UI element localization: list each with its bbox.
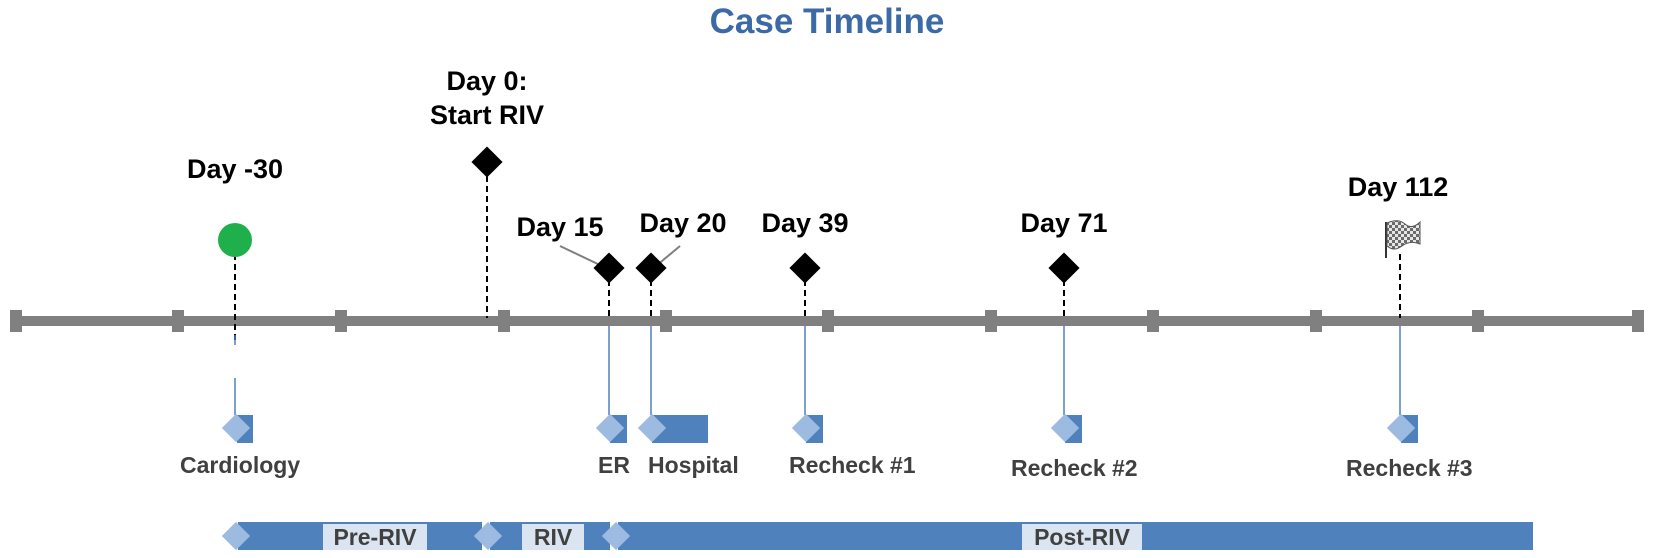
event-label-day-71: Day 71 [1020, 208, 1108, 238]
black-diamond-icon [471, 146, 503, 178]
visit-label-recheck-3: Recheck #3 [1346, 455, 1473, 481]
tag-cardiology [221, 413, 253, 443]
black-diamond-icon [635, 252, 667, 284]
black-diamond-icon [1048, 252, 1080, 284]
axis-tick [1310, 310, 1322, 332]
phase-bars [221, 521, 1533, 551]
tag-recheck-2 [1050, 413, 1082, 443]
callout-day-15 [559, 245, 603, 267]
visit-connectors [234, 326, 1401, 415]
axis-tick [172, 310, 184, 332]
green-circle-icon [218, 223, 252, 257]
visit-label-hospital: Hospital [648, 452, 739, 478]
tag-recheck-3 [1386, 413, 1418, 443]
axis-tick [660, 310, 672, 332]
axis-tick [335, 310, 347, 332]
axis-tick [10, 310, 22, 332]
axis-tick [498, 310, 510, 332]
event-label-day-neg30: Day -30 [186, 154, 284, 184]
event-label-day-39: Day 39 [761, 208, 849, 238]
tag-recheck-1 [791, 413, 823, 443]
tag-er [595, 413, 627, 443]
axis-tick [822, 310, 834, 332]
phase-label-post-riv: Post-RIV [1034, 524, 1130, 550]
event-label-day-0: Day 0: Start RIV [429, 66, 545, 130]
visit-label-cardiology: Cardiology [180, 452, 301, 478]
black-diamond-icon [593, 252, 625, 284]
tag-hospital [637, 413, 708, 443]
phase-label-bg [323, 524, 427, 550]
phase-label-pre-riv: Pre-RIV [333, 524, 417, 550]
phase-label-bg [1022, 524, 1142, 550]
visit-label-er: ER [598, 452, 630, 478]
checkered-flag-icon [1385, 220, 1421, 258]
page-title: Case Timeline [709, 2, 945, 41]
event-label-day-20: Day 20 [639, 208, 727, 238]
visit-label-recheck-1: Recheck #1 [789, 452, 916, 478]
event-label-day-112: Day 112 [1347, 172, 1449, 202]
event-label-day-15: Day 15 [516, 212, 604, 242]
axis-tick [985, 310, 997, 332]
visit-tags [221, 413, 1418, 443]
axis-tick [1472, 310, 1484, 332]
phase-label-bg [522, 524, 584, 550]
axis-tick [1147, 310, 1159, 332]
phase-bar-riv [473, 521, 610, 551]
phase-bar-pre-riv [221, 521, 482, 551]
visit-label-recheck-2: Recheck #2 [1011, 455, 1138, 481]
axis-ticks [10, 310, 1644, 332]
axis-tick [1632, 310, 1644, 332]
phase-label-riv: RIV [533, 524, 573, 550]
black-diamond-icon [789, 252, 821, 284]
event-leaders [234, 176, 1401, 340]
phase-bar-post-riv [601, 521, 1533, 551]
